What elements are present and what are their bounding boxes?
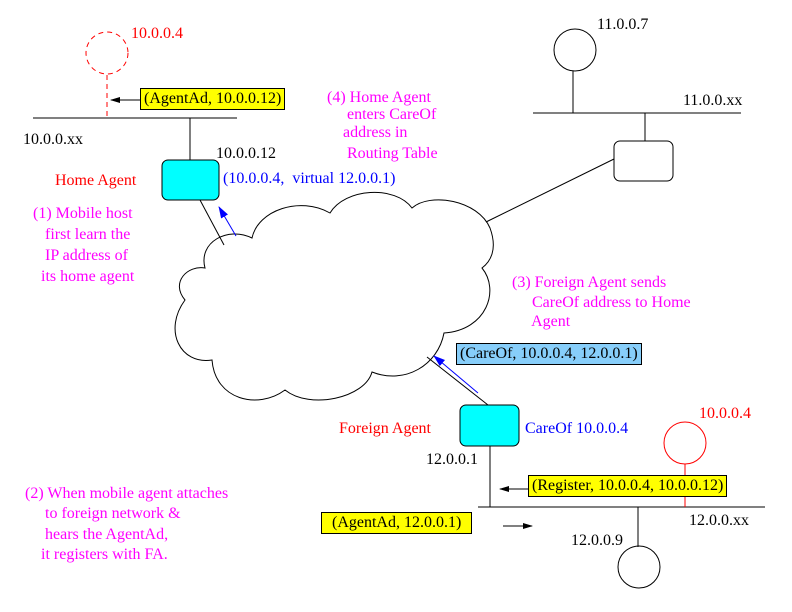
foreign-agent-label: Foreign Agent <box>339 420 431 437</box>
step-3-line: CareOf address to Home <box>512 294 691 311</box>
step-1-line: first learn the <box>33 226 131 243</box>
mobile-host-ghost <box>85 31 129 75</box>
mobile-host-address: 10.0.0.4 <box>699 405 751 422</box>
step-2-line: to foreign network & <box>25 505 181 522</box>
step-1-line: IP address of <box>33 247 128 264</box>
mobile-host-ghost-address: 10.0.0.4 <box>131 25 183 42</box>
step-4-line: address in <box>327 124 408 141</box>
step-2-line: hears the AgentAd, <box>25 526 169 543</box>
remote-router-cloud-link <box>485 158 615 223</box>
step-4-line: (4) Home Agent <box>327 89 431 106</box>
home-agent-address: 10.0.0.12 <box>216 145 276 162</box>
foreign-network-label: 12.0.0.xx <box>689 512 749 529</box>
mobile-host <box>663 421 707 465</box>
home-agent-binding: (10.0.0.4, virtual 12.0.0.1) <box>223 170 396 187</box>
foreign-agent-router[interactable] <box>459 404 520 447</box>
step-3-line: (3) Foreign Agent sends <box>512 274 667 291</box>
step-1-line: (1) Mobile host <box>33 205 133 222</box>
local-host <box>617 545 661 589</box>
internet-cloud <box>174 191 494 401</box>
step-4-line: enters CareOf <box>327 106 437 123</box>
step-2-line: it registers with FA. <box>25 546 168 563</box>
step-3-line: Agent <box>512 313 571 330</box>
careof-label: CareOf 10.0.0.4 <box>525 420 629 437</box>
home-agent-label: Home Agent <box>55 172 137 189</box>
home-agent-cloud-link <box>199 199 225 246</box>
foreign-agent-ad-message: (AgentAd, 12.0.0.1) <box>321 512 473 534</box>
remote-host-address: 11.0.0.7 <box>597 16 649 33</box>
careof-arrow-to-home-agent <box>218 206 237 237</box>
remote-network-label: 11.0.0.xx <box>683 92 743 109</box>
local-host-address: 12.0.0.9 <box>571 532 623 549</box>
home-agent-ad-message: (AgentAd, 10.0.0.12) <box>140 88 286 110</box>
home-network-label: 10.0.0.xx <box>23 131 83 148</box>
careof-message: (CareOf, 10.0.0.4, 12.0.0.1) <box>456 343 642 365</box>
step-2-line: (2) When mobile agent attaches <box>25 485 229 502</box>
register-message: (Register, 10.0.0.4, 10.0.0.12) <box>528 475 728 497</box>
foreign-agent-address: 12.0.0.1 <box>426 451 478 468</box>
step-4-line: Routing Table <box>327 145 438 162</box>
home-agent-router[interactable] <box>161 159 220 201</box>
remote-host <box>553 28 597 72</box>
step-1-line: its home agent <box>33 268 135 285</box>
remote-router[interactable] <box>613 140 674 182</box>
careof-message-arrow <box>433 355 479 394</box>
